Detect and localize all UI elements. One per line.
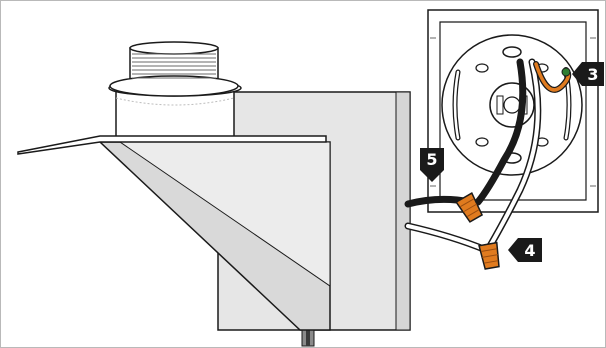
callout-4-label: 4 (524, 241, 535, 260)
callout-5-label: 5 (426, 150, 437, 169)
callout-3-label: 3 (587, 65, 598, 84)
ground-screw-icon (562, 68, 570, 76)
mounting-plate (442, 35, 582, 175)
